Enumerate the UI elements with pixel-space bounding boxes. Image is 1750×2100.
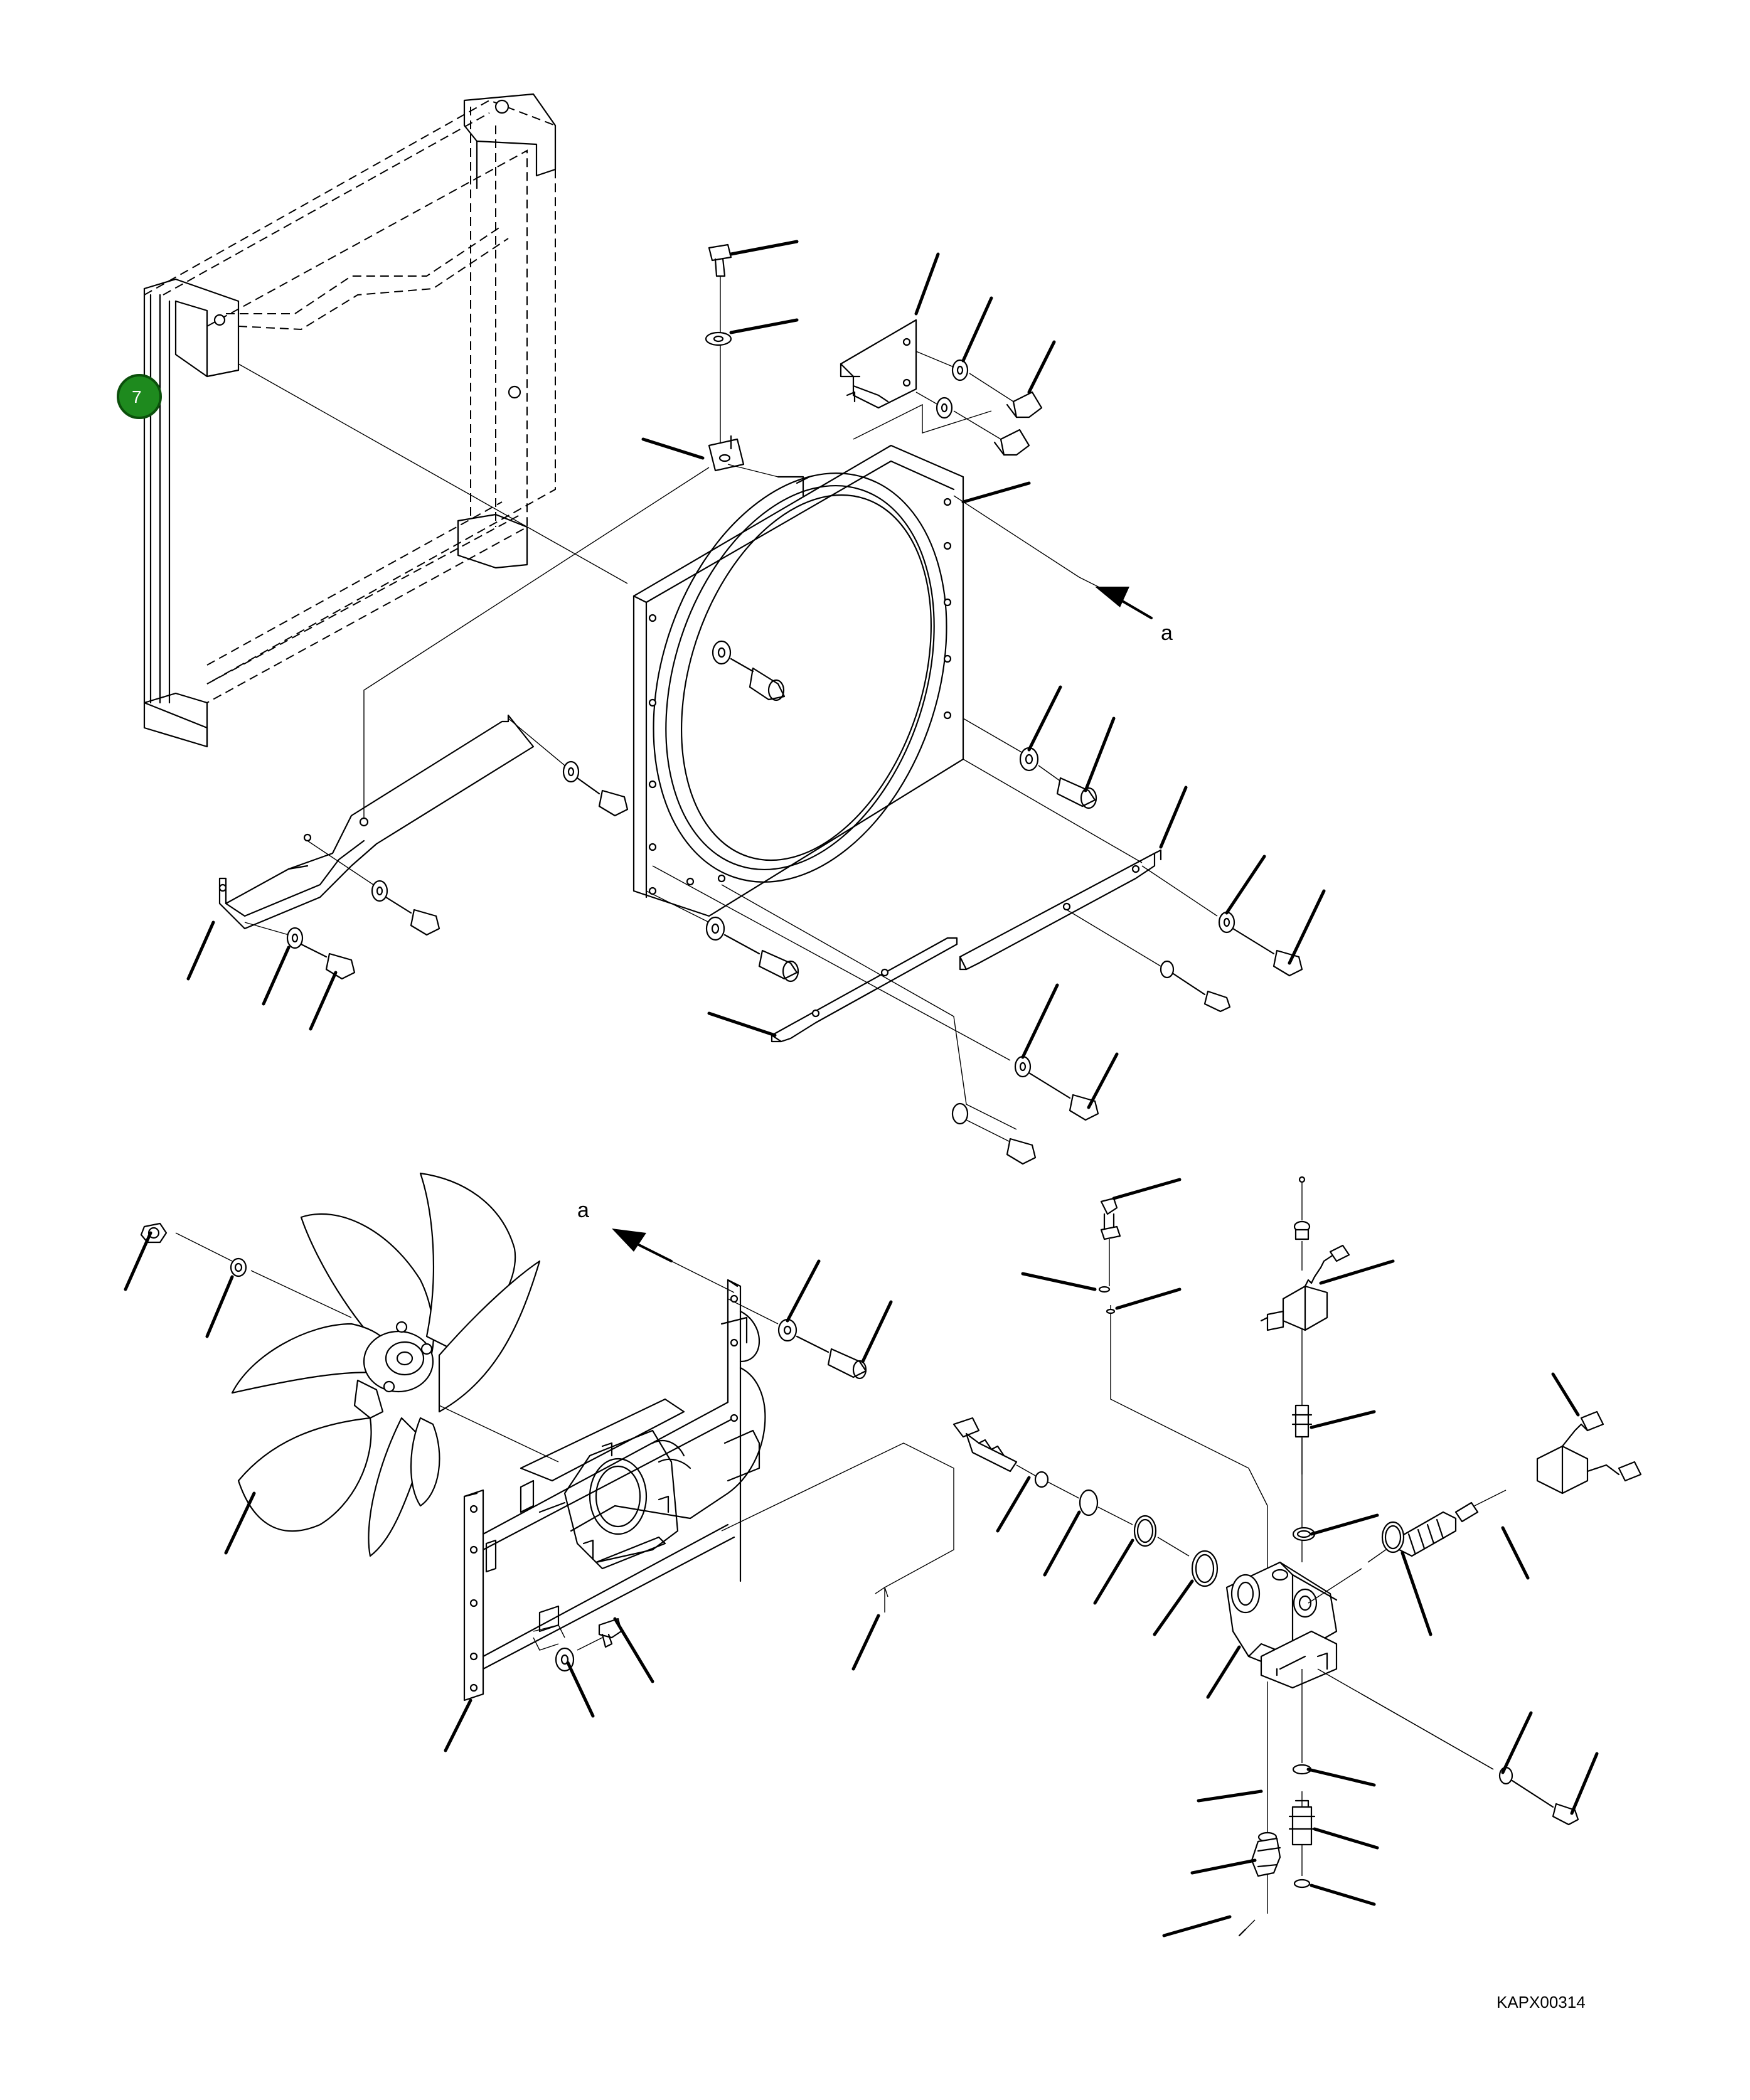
view-arrow-bottom: a	[577, 1198, 735, 1293]
shroud-center-bolt	[712, 640, 786, 701]
left-lower-bracket	[218, 714, 629, 980]
center-lower-bracket	[771, 937, 958, 1043]
pressure-sensor	[1098, 1197, 1121, 1314]
callout-balloon-label: 7	[132, 387, 142, 407]
motor-shaft-seals	[952, 1417, 1219, 1587]
fan-motor-bracket	[463, 1279, 766, 1702]
valve-block	[1225, 1561, 1338, 1689]
solenoid-right	[1398, 1410, 1642, 1557]
center-line-radiator	[238, 363, 628, 584]
fan-axis-line-a	[175, 1232, 233, 1262]
shroud-right-hardware	[963, 718, 1143, 863]
routing-line-a	[721, 1442, 954, 1612]
cooling-fan	[231, 1172, 541, 1557]
shroud-bottom-hardware	[646, 865, 1099, 1165]
solenoid-stack-top	[1260, 1176, 1350, 1542]
view-letter-a-top: a	[1161, 621, 1173, 645]
radiator-phantom	[143, 93, 557, 748]
fan-shroud	[632, 444, 964, 917]
leader-lines-lower	[124, 1178, 1599, 1937]
view-arrow-top: a	[1079, 577, 1173, 645]
view-letter-a-bottom: a	[577, 1198, 589, 1222]
bottom-fittings	[1238, 1693, 1579, 1937]
drawing-code: KAPX00314	[1497, 1993, 1586, 2012]
leader-lines-upper	[186, 240, 1326, 1109]
top-bracket-hardware	[363, 243, 1080, 822]
callout-balloon-7[interactable]: 7	[117, 374, 162, 419]
fan-nut-washer	[140, 1222, 247, 1277]
bracket-hardware	[533, 1298, 867, 1672]
